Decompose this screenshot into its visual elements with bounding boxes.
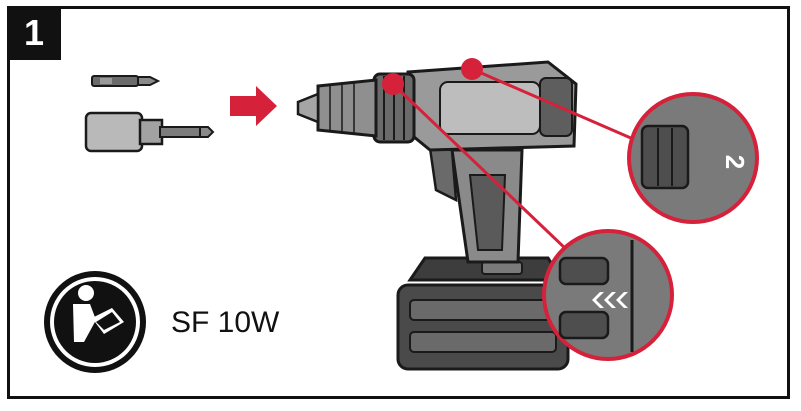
gear-number-label: 2 <box>720 155 750 169</box>
screwdriver-bit-icon <box>91 75 161 87</box>
step-number-badge: 1 <box>7 6 61 60</box>
arrow-right-icon <box>230 86 277 126</box>
model-label: SF 10W <box>171 306 280 339</box>
socket-adapter-icon <box>84 111 215 153</box>
torque-collar-zoom-icon <box>542 229 674 361</box>
gear-selector-zoom-icon: 2 <box>627 92 759 224</box>
read-manual-icon <box>44 271 146 373</box>
